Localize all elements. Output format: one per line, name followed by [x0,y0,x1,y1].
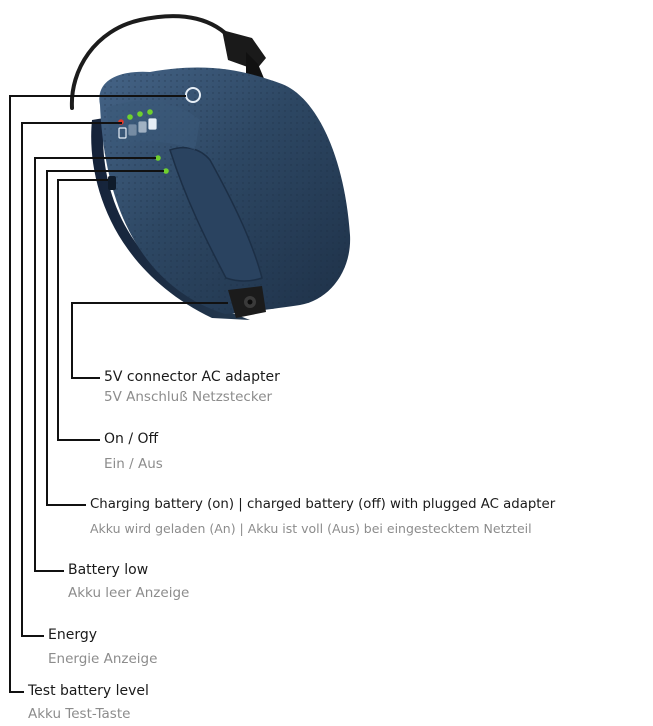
callout-test-en: Test battery level [28,683,149,699]
callout-charging-de: Akku wird geladen (An) | Akku ist voll (… [90,521,532,536]
cable [69,14,234,110]
leader-5v [71,302,228,379]
callout-charging-en: Charging battery (on) | charged battery … [90,497,556,512]
battery-icon [138,121,147,133]
leader-energy [21,122,122,637]
leader-lines [9,95,228,693]
leader-charging [46,170,164,506]
led-indicator [137,111,143,117]
callout-5v-en: 5V connector AC adapter [104,369,280,385]
battery-icon [128,124,137,136]
callout-battery-low-de: Akku leer Anzeige [68,585,190,601]
grip-panel [169,147,263,282]
callout-energy-de: Energie Anzeige [48,651,158,667]
callout-energy-en: Energy [48,627,98,643]
leader-battery-low [34,157,156,572]
callout-on-off-de: Ein / Aus [104,456,163,472]
battery-icon [148,118,157,130]
leader-on-off [57,179,108,441]
on-off-switch[interactable] [108,176,116,190]
leader-test [9,95,186,693]
energy-leds [118,109,157,139]
dc-jack [228,286,266,318]
led-battery-low [155,155,161,161]
callout-battery-low-en: Battery low [68,562,149,578]
callout-5v-de: 5V Anschluß Netzstecker [104,389,273,405]
battery-icon [118,127,127,139]
led-indicator [127,114,133,120]
led-indicator [147,109,153,115]
led-charging [163,168,169,174]
callout-on-off-en: On / Off [104,431,159,447]
callout-test-de: Akku Test-Taste [28,706,131,722]
